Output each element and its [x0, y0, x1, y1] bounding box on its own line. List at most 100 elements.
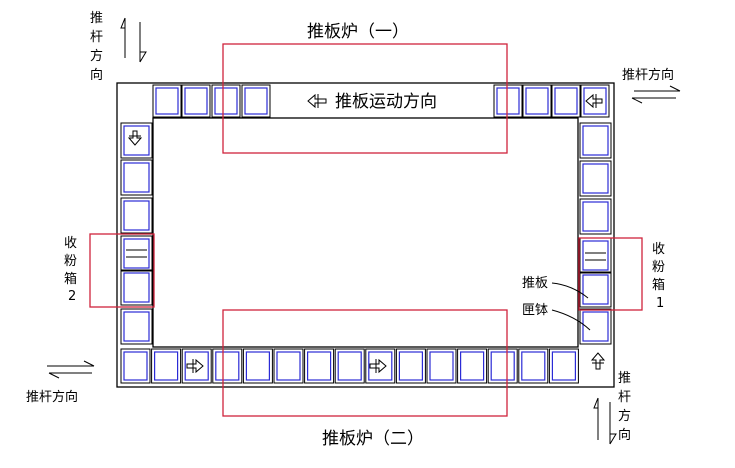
motion-direction-label: 推板运动方向 [335, 92, 437, 112]
sagger-boat [579, 160, 612, 197]
arrow-down-icon [127, 130, 143, 146]
push-rod-char: 杆 [90, 30, 103, 45]
push-plate [460, 351, 485, 381]
push-plate [184, 87, 208, 115]
powder-box-char: 收 [64, 236, 77, 251]
push-plate [582, 240, 609, 271]
outer-track-frame [116, 82, 615, 388]
sagger-boat [304, 348, 335, 384]
push-plate [245, 351, 270, 381]
push-plate [521, 351, 546, 381]
powder-box-char: 箱 [652, 277, 665, 293]
sagger-boat [426, 348, 457, 384]
push-plate [215, 351, 240, 381]
push-rod-char: 向 [618, 427, 631, 443]
sagger-boat [579, 237, 612, 274]
furnace-one-outline [222, 43, 508, 154]
sagger-boat [120, 235, 153, 272]
push-plate [154, 351, 179, 381]
sagger-boat [518, 348, 549, 384]
push-plate [554, 87, 578, 115]
sagger-boat [152, 84, 182, 118]
push-rod-char: 杆 [618, 390, 631, 405]
sagger-boat [120, 348, 151, 384]
sagger-boat [579, 271, 612, 308]
push-rod-char: 方 [618, 408, 631, 424]
sagger-boat [457, 348, 488, 384]
powder-box-number: 2 [68, 289, 76, 304]
furnace-two-outline [222, 309, 508, 417]
push-rod-char: 推 [618, 371, 631, 386]
push-plate [123, 162, 150, 193]
sagger-boat [181, 348, 212, 384]
sagger-boat [579, 198, 612, 235]
push-plate [429, 351, 454, 381]
crossed-arrow-left-icon [585, 93, 603, 109]
sagger-boat [487, 348, 518, 384]
push-plate-label: 推板 [522, 276, 548, 291]
push-plate [582, 163, 609, 194]
powder-box-char: 粉 [652, 260, 665, 275]
sagger-boat [212, 348, 243, 384]
inner-track-frame [152, 117, 579, 348]
push-plate-leader [551, 282, 589, 299]
sagger-boat [395, 348, 426, 384]
sagger-boat [151, 348, 182, 384]
sagger-boat [334, 348, 365, 384]
push-plate [496, 87, 520, 115]
push-plate [583, 87, 607, 115]
furnace-one-title: 推板炉（一） [307, 22, 409, 42]
push-plate [582, 125, 609, 156]
push-plate [123, 125, 150, 156]
push-rod-char: 方 [90, 48, 103, 64]
sagger-boat [365, 348, 396, 384]
sagger-boat [548, 348, 579, 384]
powder-box-left-outline [89, 233, 155, 308]
push-rod-label-top-left: 推 杆 方 向 [90, 11, 103, 83]
push-plate [582, 274, 609, 305]
sagger-boat [579, 122, 612, 159]
push-plate [525, 87, 549, 115]
push-plate [123, 351, 148, 381]
push-plate [244, 87, 268, 115]
powder-box-char: 收 [652, 242, 665, 257]
push-plate [337, 351, 362, 381]
sagger-boat [493, 84, 523, 118]
push-plate [307, 351, 332, 381]
sagger-boat [120, 269, 153, 306]
sagger-boat [273, 348, 304, 384]
furnace-two-title: 推板炉（二） [322, 429, 424, 449]
sagger-boat [241, 84, 271, 118]
push-plate [184, 351, 209, 381]
sagger-boat [120, 159, 153, 196]
sagger-boat [580, 84, 610, 118]
push-plate [123, 200, 150, 231]
sagger-leader [551, 309, 591, 331]
sagger-boat [120, 122, 153, 159]
push-rod-char: 推 [90, 11, 103, 26]
half-arrow-pair-icon [593, 397, 617, 445]
crossed-arrow-right-icon [186, 358, 204, 374]
push-rod-label-top-right: 推杆方向 [622, 67, 674, 83]
push-rod-label-bottom-left: 推杆方向 [26, 389, 78, 405]
push-plate [123, 238, 150, 269]
sagger-boat [242, 348, 273, 384]
half-arrow-pair-icon [631, 85, 681, 104]
push-plate [582, 201, 609, 232]
push-plate [551, 351, 577, 381]
powder-box-right-label: 收 粉 箱 1 [652, 242, 665, 311]
push-plate [155, 87, 179, 115]
push-plate [490, 351, 515, 381]
half-arrow-pair-icon [120, 17, 147, 63]
push-plate [398, 351, 423, 381]
powder-box-char: 箱 [64, 271, 77, 287]
powder-box-char: 粉 [64, 254, 77, 269]
sagger-boat [211, 84, 241, 118]
powder-box-right-outline [578, 237, 643, 311]
crossed-arrow-left-icon [307, 93, 327, 109]
sagger-label: 匣钵 [522, 303, 548, 318]
sagger-boat [551, 84, 581, 118]
sagger-boat [522, 84, 552, 118]
push-rod-char: 向 [90, 67, 103, 83]
